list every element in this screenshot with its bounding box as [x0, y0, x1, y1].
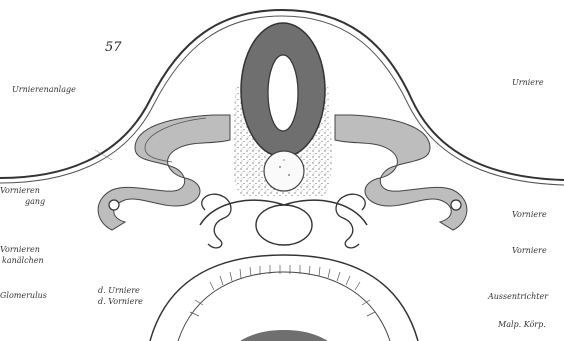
label-d-vorniere: d. Vorniere [98, 297, 143, 306]
notochord-cell-3 [283, 159, 285, 161]
label-urniere: Urniere [512, 78, 544, 87]
neural-tube-lumen [268, 55, 298, 131]
right-glomerulus [336, 194, 365, 248]
gut-arc-outer [150, 255, 418, 341]
bottom-dark-band [240, 330, 328, 341]
label-vorniere-2: Vorniere [512, 246, 547, 255]
label-vornierengang-1: Vornieren [0, 186, 40, 195]
label-d-urniere: d. Urniere [98, 286, 140, 295]
left-glomerulus [202, 194, 231, 248]
figure-number: 57 [105, 43, 122, 52]
label-vornierengang-2: gang [25, 197, 45, 206]
gut-hatching [190, 265, 375, 316]
notochord [264, 151, 304, 191]
label-glomerulus: Glomerulus [0, 291, 47, 300]
label-vornierenkanal-1: Vornieren [0, 245, 40, 254]
notochord-cell-2 [288, 174, 290, 176]
label-vorniere-1: Vorniere [512, 210, 547, 219]
right-mesoderm-band [335, 115, 467, 230]
notochord-cell-1 [279, 166, 281, 168]
label-vornierenkanal-2: kanälchen [2, 256, 44, 265]
label-urnierenanlage: Urnierenanlage [12, 85, 76, 94]
label-aussentrichter: Aussentrichter [488, 292, 548, 301]
right-duct-circle [451, 200, 461, 210]
label-malp-koerp: Malp. Körp. [498, 320, 546, 329]
left-duct-circle [109, 200, 119, 210]
central-vessel [256, 205, 312, 245]
